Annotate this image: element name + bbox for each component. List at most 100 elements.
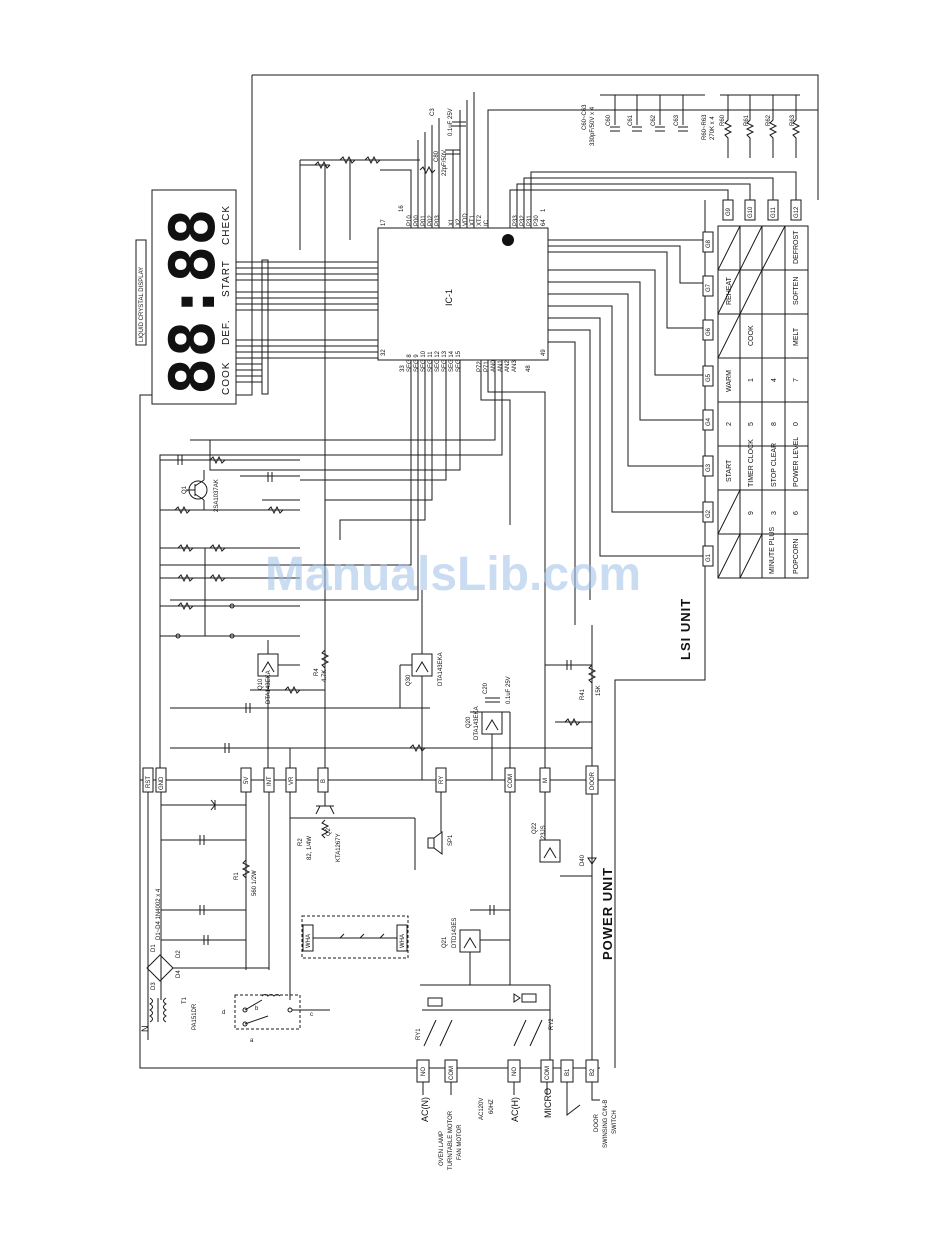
g-pins-left: G1 G2 G3 G4 G5 G6 G7 G8: [702, 231, 714, 567]
key-9: 9: [748, 511, 755, 515]
svg-text:NO: NO: [421, 1067, 427, 1076]
svg-text:VDD: VDD: [463, 213, 469, 226]
lcd-panel: LIQUID CRYSTAL DISPLAY 88:88 COOK DEF. S…: [135, 189, 269, 405]
lcd-word-check: CHECK: [221, 205, 232, 245]
ic-pin-1: 1: [541, 208, 547, 212]
svg-text:G11: G11: [771, 206, 777, 218]
r60-63-value: 270K x 4: [710, 116, 716, 140]
svg-text:G3: G3: [706, 463, 712, 472]
t1-label: T1: [182, 996, 188, 1004]
c20-value: 0.1uF 25V: [506, 676, 512, 704]
svg-text:G10: G10: [748, 206, 754, 218]
q30-label: Q30: [406, 674, 412, 686]
sp1-label: SP1: [448, 834, 454, 846]
svg-text:AN1: AN1: [498, 360, 504, 372]
ic-pin-stubs: [159, 92, 818, 780]
svg-text:G9: G9: [726, 207, 732, 216]
wha-2: WHA: [400, 934, 406, 948]
svg-text:P33: P33: [513, 215, 519, 226]
c3-value: 0.1uF 25V: [448, 108, 454, 136]
key-start: START: [726, 459, 733, 482]
g-pins-top: G9 G10 G11 G12: [722, 199, 802, 221]
bottom-terminals: NO COM NO COM B1 B2: [416, 1059, 600, 1117]
svg-text:B: B: [321, 779, 327, 783]
n-label: N: [140, 1026, 150, 1033]
ic-pin-49: 49: [541, 349, 547, 356]
ic-1: IC-1 17 16 64 32 33 49 48 1 P10 P00 P01 …: [159, 92, 818, 780]
svg-text:SEG 11: SEG 11: [428, 351, 434, 372]
q22-label: Q22: [532, 822, 538, 834]
svg-text:AN0: AN0: [491, 360, 497, 372]
q2-label: Q2: [326, 827, 332, 836]
svg-text:SEG 12: SEG 12: [435, 350, 441, 372]
ic-pin-48: 48: [526, 365, 532, 372]
c62-label: C62: [651, 114, 657, 126]
key-popcorn: POPCORN: [793, 539, 800, 574]
t1-part: PA151DR: [192, 1003, 198, 1030]
d40-label: D40: [580, 854, 586, 866]
key-2: 2: [726, 422, 733, 426]
svg-text:G1: G1: [706, 553, 712, 562]
q21-part: DTD143ES: [452, 918, 458, 948]
r63-label: R63: [790, 114, 796, 126]
svg-text:SEG 9: SEG 9: [414, 354, 420, 372]
top-rc-network: C3 0.1uF 25V C80 22pF/50V C60~C63 330pF/…: [299, 94, 801, 780]
mid-transistors: R4 4.7K Q30 DTA143EKA Q20 DTA143EKA C20 …: [170, 590, 512, 780]
power-unit-label: POWER UNIT: [600, 867, 615, 960]
key-3: 3: [771, 511, 778, 515]
svg-text:P72: P72: [477, 361, 483, 372]
svg-text:M: M: [543, 778, 549, 783]
micro-label: MICRO: [543, 1088, 553, 1118]
lcd-bus: [236, 259, 269, 395]
watermark: ManualsLib.com: [265, 548, 641, 601]
key-1: 1: [748, 378, 755, 382]
svg-text:P30: P30: [534, 215, 540, 226]
hz-label: 60HZ: [489, 1099, 495, 1114]
q21-label: Q21: [442, 936, 448, 948]
svg-text:SEG 15: SEG 15: [456, 350, 462, 372]
svg-text:G5: G5: [706, 373, 712, 382]
fan-label: FAN MOTOR: [457, 1124, 463, 1160]
key-warm: WARM: [726, 370, 733, 392]
svg-text:INT: INT: [267, 776, 273, 786]
key-5: 5: [748, 422, 755, 426]
q2-part: KTA1267Y: [336, 833, 342, 862]
r2-value: 82, 1/4W: [307, 836, 313, 860]
ic-bottom-pins: P72 P71 AN0 AN1 AN2 AN3: [477, 360, 518, 372]
r60-63-label: R60~R63: [702, 114, 708, 140]
key-0: 0: [793, 422, 800, 426]
svg-text:G8: G8: [706, 239, 712, 248]
q10-label: Q10: [258, 678, 264, 690]
svg-text:SEG 14: SEG 14: [449, 350, 455, 372]
power-unit: R1 560 1/2W D1~D4 1N4002 x 4 D1 D2 D3 D4…: [140, 792, 597, 1060]
r1-value: 560 1/2W: [252, 870, 258, 896]
lcd-title: LIQUID CRYSTAL DISPLAY: [139, 267, 145, 342]
q1-label: Q1: [182, 485, 188, 494]
svg-text:X2: X2: [456, 218, 462, 226]
r41-value: 15K: [596, 685, 602, 696]
key-reheat: REHEAT: [726, 276, 733, 305]
svg-text:AN3: AN3: [512, 360, 518, 372]
svg-text:B1: B1: [565, 1068, 571, 1076]
c80-label: C80: [434, 150, 440, 162]
svg-text:G7: G7: [706, 283, 712, 292]
r1-label: R1: [234, 872, 240, 880]
keypad-matrix: POPCORN MINUTE PLUS 6 3 9 POWER LEVEL ST…: [702, 199, 809, 579]
q20-part: DTA143EKA: [474, 706, 480, 740]
key-4: 4: [771, 378, 778, 382]
svg-text:P10: P10: [407, 215, 413, 226]
ic-pin1-marker: [502, 234, 514, 246]
bottom-labels: AC(N) OVEN LAMP TURNTABLE MOTOR FAN MOTO…: [420, 1088, 618, 1170]
c20-label: C20: [483, 682, 489, 694]
ry2-label: RY2: [549, 1018, 555, 1030]
svg-text:GND: GND: [159, 776, 165, 790]
oven-lamp-label: OVEN LAMP: [439, 1131, 445, 1166]
sw-b: b: [255, 1006, 259, 1012]
svg-text:SEG 10: SEG 10: [421, 350, 427, 372]
ic-pin-64: 64: [541, 219, 547, 226]
d4-label: D4: [176, 970, 182, 978]
lcd-word-cook: COOK: [221, 362, 232, 395]
svg-text:G2: G2: [706, 509, 712, 518]
svg-text:B2: B2: [590, 1068, 596, 1076]
